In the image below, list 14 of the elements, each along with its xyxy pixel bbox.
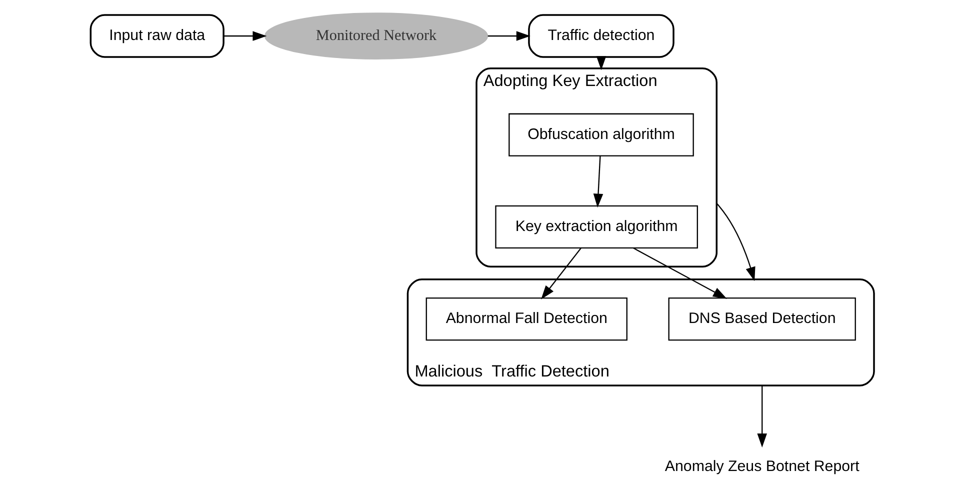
arrow [223, 31, 266, 41]
node-box: Input raw data [89, 14, 224, 58]
arrow [540, 248, 581, 300]
node-text: Anomaly Zeus Botnet Report [664, 458, 859, 476]
arrow [592, 156, 603, 208]
arrow [756, 386, 766, 448]
node-box: Obfuscation algorithm [508, 113, 694, 156]
node-box: DNS Based Detection [668, 297, 856, 341]
node-box: Key extraction algorithm [494, 205, 698, 249]
arrow [632, 248, 727, 299]
node-box: Abnormal Fall Detection [425, 297, 627, 341]
arrow [487, 31, 530, 41]
arrow [716, 202, 755, 282]
node-ellipse: Monitored Network [264, 12, 488, 60]
